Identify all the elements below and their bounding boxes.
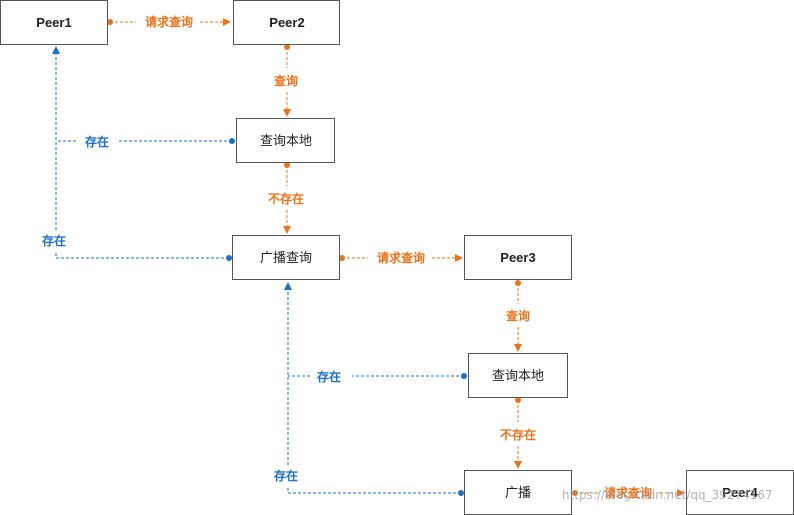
node-broadcast: 广播 <box>464 470 572 515</box>
edge-start-dot <box>458 490 464 496</box>
node-query-local-2-label: 查询本地 <box>492 369 544 384</box>
edge-label-query-1: 查询 <box>273 73 298 88</box>
node-peer4: Peer4 <box>686 470 794 515</box>
edge-label-request-query-3: 请求查询 <box>604 485 652 500</box>
node-peer2: Peer2 <box>233 0 340 45</box>
edge-label-exist-4: 存在 <box>273 468 298 483</box>
edge-start-dot <box>572 490 578 496</box>
edge-exist-broadcast-broadcastquery <box>287 488 461 494</box>
node-query-local-1-label: 查询本地 <box>260 134 312 149</box>
node-peer3: Peer3 <box>464 235 572 280</box>
node-peer1: Peer1 <box>0 0 108 45</box>
node-peer4-label: Peer4 <box>722 485 758 500</box>
edge-start-dot <box>461 373 467 379</box>
edge-start-dot <box>226 255 232 261</box>
node-peer3-label: Peer3 <box>500 250 535 265</box>
edge-start-dot <box>515 397 521 403</box>
edge-label-exist-3: 存在 <box>316 369 341 384</box>
node-peer2-label: Peer2 <box>269 15 304 30</box>
edge-exist-broadcastquery-peer1 <box>55 252 229 259</box>
node-broadcast-query-label: 广播查询 <box>260 251 312 266</box>
edge-label-not-exist-1: 不存在 <box>268 191 304 206</box>
edge-start-dot <box>515 280 521 286</box>
edge-label-exist-1: 存在 <box>84 134 109 149</box>
edge-label-request-query-1: 请求查询 <box>145 14 193 29</box>
node-broadcast-query: 广播查询 <box>232 235 340 280</box>
edge-label-request-query-2: 请求查询 <box>377 250 425 265</box>
edge-start-dot <box>339 255 345 261</box>
edge-start-dot <box>284 162 290 168</box>
edge-start-dot <box>229 138 235 144</box>
watermark-text: https://blog.csdn.net/qq_39274167 <box>562 488 773 502</box>
edge-start-dot <box>284 44 290 50</box>
edge-label-not-exist-2: 不存在 <box>500 427 536 442</box>
node-peer1-label: Peer1 <box>36 15 71 30</box>
edge-label-exist-2: 存在 <box>41 233 66 248</box>
edge-start-dot <box>107 19 113 25</box>
edge-label-query-2: 查询 <box>505 308 530 323</box>
node-broadcast-label: 广播 <box>505 486 531 501</box>
node-query-local-2: 查询本地 <box>468 353 568 398</box>
node-query-local-1: 查询本地 <box>236 118 335 163</box>
